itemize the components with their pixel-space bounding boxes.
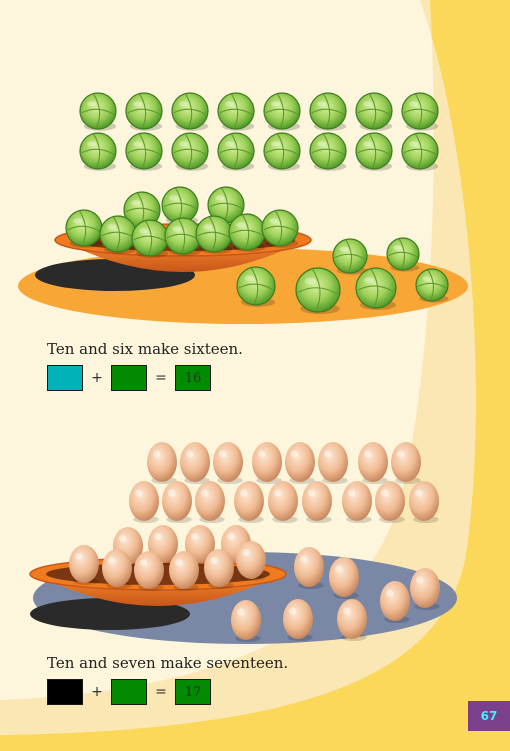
page-number: 67 — [468, 701, 510, 731]
cabbage-icon — [79, 132, 117, 171]
egg-icon — [213, 442, 243, 484]
answer-box[interactable]: 16 — [175, 365, 211, 391]
cabbage-icon — [236, 266, 276, 307]
cabbage-icon — [164, 217, 202, 256]
cabbage-icon — [131, 219, 169, 258]
egg-icon — [375, 481, 405, 524]
cabbage-icon — [171, 132, 209, 171]
egg-icon — [234, 481, 264, 524]
cabbage-icon — [309, 92, 347, 131]
answer-box[interactable]: 17 — [175, 679, 211, 705]
cabbage-icon — [125, 92, 163, 131]
equation-row-1: + = 16 — [47, 364, 211, 392]
egg-icon — [342, 481, 372, 524]
egg-icon — [318, 442, 348, 484]
cabbage-icon — [99, 215, 137, 254]
egg-icon — [69, 545, 99, 585]
cabbage-icon — [295, 267, 341, 315]
cabbage-icon — [125, 132, 163, 171]
egg-icon — [231, 600, 261, 643]
cabbage-icon — [263, 132, 301, 171]
egg-icon — [337, 599, 367, 642]
egg-icon — [134, 551, 164, 591]
cabbage-icon — [386, 237, 420, 272]
egg-icon — [162, 481, 192, 524]
bowl-shadow — [30, 598, 190, 630]
cabbage-icon — [261, 209, 299, 248]
egg-icon — [268, 481, 298, 524]
equation-row-2: + = 17 — [47, 678, 211, 706]
egg-icon — [102, 549, 132, 589]
egg-icon — [236, 541, 266, 581]
cabbage-icon — [263, 92, 301, 131]
egg-icon — [409, 481, 439, 524]
egg-icon — [285, 442, 315, 484]
egg-icon — [410, 568, 440, 611]
cabbage-icon — [415, 268, 449, 303]
cabbage-icon — [171, 92, 209, 131]
egg-icon — [195, 481, 225, 524]
ten-eggs-box[interactable] — [47, 679, 83, 705]
egg-icon — [329, 557, 359, 600]
sentence-ten-and-seven: Ten and seven make seventeen. — [47, 654, 289, 672]
cabbage-icon — [401, 132, 439, 171]
egg-icon — [302, 481, 332, 524]
cabbage-icon — [79, 92, 117, 131]
equals-sign: = — [155, 370, 167, 386]
plus-sign: + — [91, 370, 103, 386]
egg-icon — [147, 442, 177, 484]
ten-cabbages-box[interactable] — [47, 365, 83, 391]
egg-icon — [358, 442, 388, 484]
cabbage-icon — [195, 215, 233, 254]
cabbage-icon — [401, 92, 439, 131]
egg-icon — [252, 442, 282, 484]
cabbage-icon — [65, 209, 103, 248]
seven-eggs-box[interactable] — [111, 679, 147, 705]
egg-icon — [391, 442, 421, 484]
egg-icon — [180, 442, 210, 484]
cabbage-icon — [228, 213, 266, 252]
cabbage-icon — [217, 92, 255, 131]
cabbage-icon — [355, 132, 393, 171]
egg-icon — [294, 547, 324, 590]
plus-sign: + — [91, 684, 103, 700]
cabbage-icon — [309, 132, 347, 171]
sentence-ten-and-six: Ten and six make sixteen. — [47, 340, 243, 358]
cabbage-icon — [217, 132, 255, 171]
six-cabbages-box[interactable] — [111, 365, 147, 391]
equals-sign: = — [155, 684, 167, 700]
cabbage-icon — [355, 92, 393, 131]
egg-icon — [129, 481, 159, 524]
egg-icon — [204, 549, 234, 589]
egg-icon — [169, 551, 199, 591]
egg-icon — [380, 581, 410, 624]
egg-icon — [283, 599, 313, 642]
cabbage-icon — [355, 267, 397, 310]
cabbage-icon — [332, 238, 368, 275]
